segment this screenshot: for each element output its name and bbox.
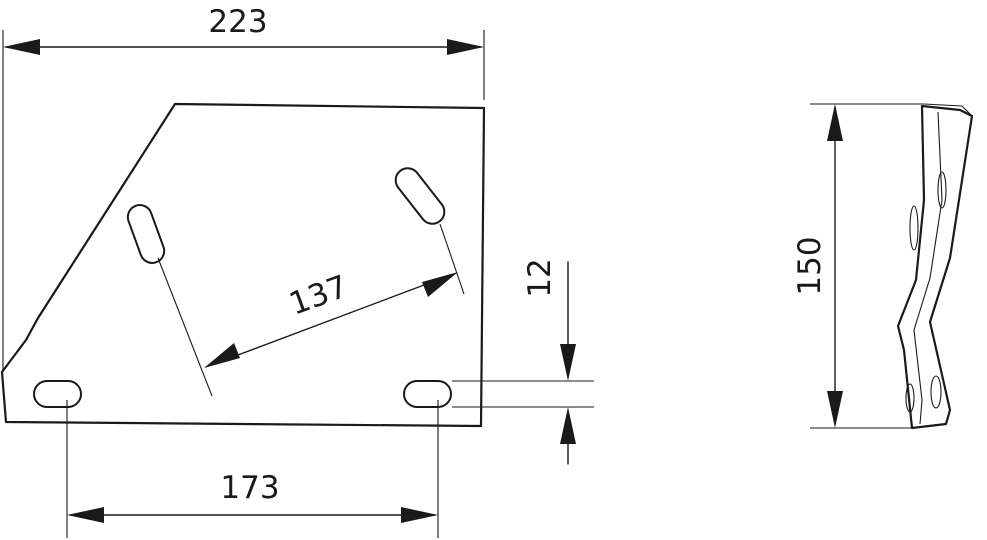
side-slot-lower [930,375,942,409]
bracket-profile [896,104,974,430]
front-view [0,102,486,428]
dimension-slot-height: 12 [452,258,594,465]
dimension-bottom-slot-spacing: 173 [66,400,439,538]
extension-line-137-left [157,257,213,397]
plate-outline [0,102,486,428]
slot-upper-right [394,167,446,225]
dimension-overall-width: 223 [2,4,485,372]
dimension-line-137 [229,281,433,359]
arrowhead-137-right [422,272,458,297]
dimension-label-223: 223 [208,4,267,40]
slot-upper-left [126,204,166,264]
arrowhead-left [3,39,40,55]
slot-bottom-right [403,380,452,408]
arrowhead-right [447,39,484,55]
side-view [896,103,974,430]
dimension-label-173: 173 [220,470,279,506]
dimension-label-150: 150 [792,236,828,295]
dimension-side-height: 150 [792,103,924,429]
arrowhead-137-left [204,343,240,368]
arrowhead-150-bottom [827,391,843,428]
arrowhead-173-right [401,507,438,523]
side-slot-upper [937,171,947,209]
side-slot-bottom [905,383,915,413]
extension-line-137-right [439,223,465,295]
side-slot-middle [909,205,919,251]
arrowhead-150-top [827,104,843,141]
bracket-top-lip [923,103,973,117]
arrowhead-12-up [560,407,576,444]
dimension-label-12: 12 [522,258,558,297]
arrowhead-173-left [67,507,104,523]
arrowhead-12-down [560,344,576,381]
bracket-inner-edge [913,111,943,425]
slot-bottom-left [33,380,82,408]
